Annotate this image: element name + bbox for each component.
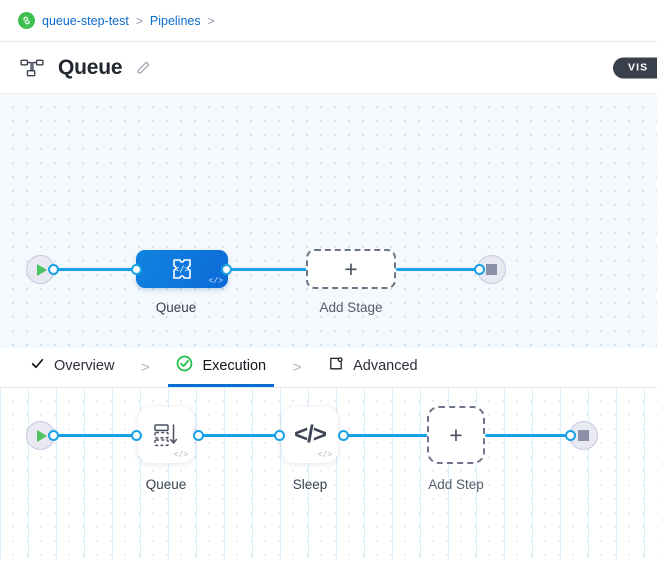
check-icon	[30, 356, 45, 376]
tab-separator-2: >	[274, 348, 320, 387]
check-circle-icon	[176, 355, 193, 377]
step-edge-2	[200, 434, 280, 437]
step-sleep-in-port[interactable]	[274, 430, 285, 441]
step-canvas[interactable]: </> Queue </> </> Sleep + Add Step	[0, 388, 657, 559]
stage-queue-out-port[interactable]	[221, 264, 232, 275]
stop-icon	[578, 430, 589, 441]
play-icon	[37, 263, 47, 276]
stage-node-queue-label: Queue	[155, 300, 197, 315]
stop-icon	[486, 264, 497, 275]
chevron-right-icon-2: >	[292, 359, 302, 376]
step-node-queue[interactable]: </>	[138, 407, 194, 463]
chevron-right-icon: >	[141, 359, 150, 376]
breadcrumb-separator: >	[135, 13, 143, 28]
tab-overview[interactable]: Overview	[22, 348, 122, 387]
step-queue-in-port[interactable]	[131, 430, 142, 441]
step-start-port[interactable]	[48, 430, 59, 441]
tab-separator-1: >	[122, 348, 168, 387]
add-step-button[interactable]: +	[427, 406, 485, 464]
add-stage-button[interactable]: +	[306, 249, 396, 289]
stage-end-port[interactable]	[474, 264, 485, 275]
breadcrumb: queue-step-test > Pipelines >	[0, 0, 657, 42]
tab-overview-label: Overview	[54, 358, 115, 374]
page-header: Queue VIS	[0, 42, 657, 94]
tab-advanced[interactable]: Advanced	[320, 348, 426, 387]
step-node-sleep[interactable]: </> </>	[282, 407, 338, 463]
plus-icon: +	[344, 255, 358, 282]
step-edge-3	[345, 434, 430, 437]
stage-edge-1	[55, 268, 140, 271]
tab-advanced-label: Advanced	[353, 358, 418, 374]
tab-execution-label: Execution	[202, 358, 267, 374]
breadcrumb-separator-2: >	[207, 13, 215, 28]
stage-edge-2	[228, 268, 308, 271]
execution-tab-strip: Overview > Execution > Advanced	[0, 348, 657, 388]
step-end-port[interactable]	[565, 430, 576, 441]
stage-node-queue[interactable]: </> </>	[136, 250, 228, 288]
settings-box-icon	[328, 356, 344, 377]
queue-stack-icon	[154, 424, 178, 447]
tab-execution[interactable]: Execution	[168, 348, 275, 387]
visual-mode-badge[interactable]: VIS	[613, 57, 657, 78]
pipeline-hierarchy-icon	[20, 58, 44, 78]
stage-edge-3	[396, 268, 481, 271]
step-node-queue-label: Queue	[145, 477, 187, 492]
step-edge-4	[485, 434, 571, 437]
stage-queue-in-port[interactable]	[131, 264, 142, 275]
plus-icon: +	[449, 421, 463, 448]
page-title: Queue	[58, 55, 123, 79]
code-icon: </>	[294, 421, 327, 448]
step-edge-1	[55, 434, 139, 437]
pencil-icon[interactable]	[135, 60, 151, 76]
stage-queue-code-badge: </>	[208, 277, 223, 286]
step-queue-code-badge: </>	[173, 451, 188, 460]
breadcrumb-item-pipelines[interactable]: Pipelines	[149, 13, 201, 28]
step-sleep-code-badge: </>	[317, 451, 332, 460]
project-green-icon	[18, 12, 35, 29]
svg-text:</>: </>	[174, 265, 189, 275]
step-queue-out-port[interactable]	[193, 430, 204, 441]
step-sleep-out-port[interactable]	[338, 430, 349, 441]
code-puzzle-icon: </>	[173, 259, 191, 279]
visual-mode-label: VIS	[628, 61, 649, 74]
step-node-sleep-label: Sleep	[292, 477, 328, 492]
breadcrumb-item-project[interactable]: queue-step-test	[42, 13, 129, 28]
add-step-label: Add Step	[428, 477, 484, 492]
add-stage-label: Add Stage	[319, 300, 383, 315]
play-icon	[37, 429, 47, 442]
stage-canvas[interactable]: </> </> Queue + Add Stage	[0, 94, 657, 348]
stage-start-port[interactable]	[48, 264, 59, 275]
